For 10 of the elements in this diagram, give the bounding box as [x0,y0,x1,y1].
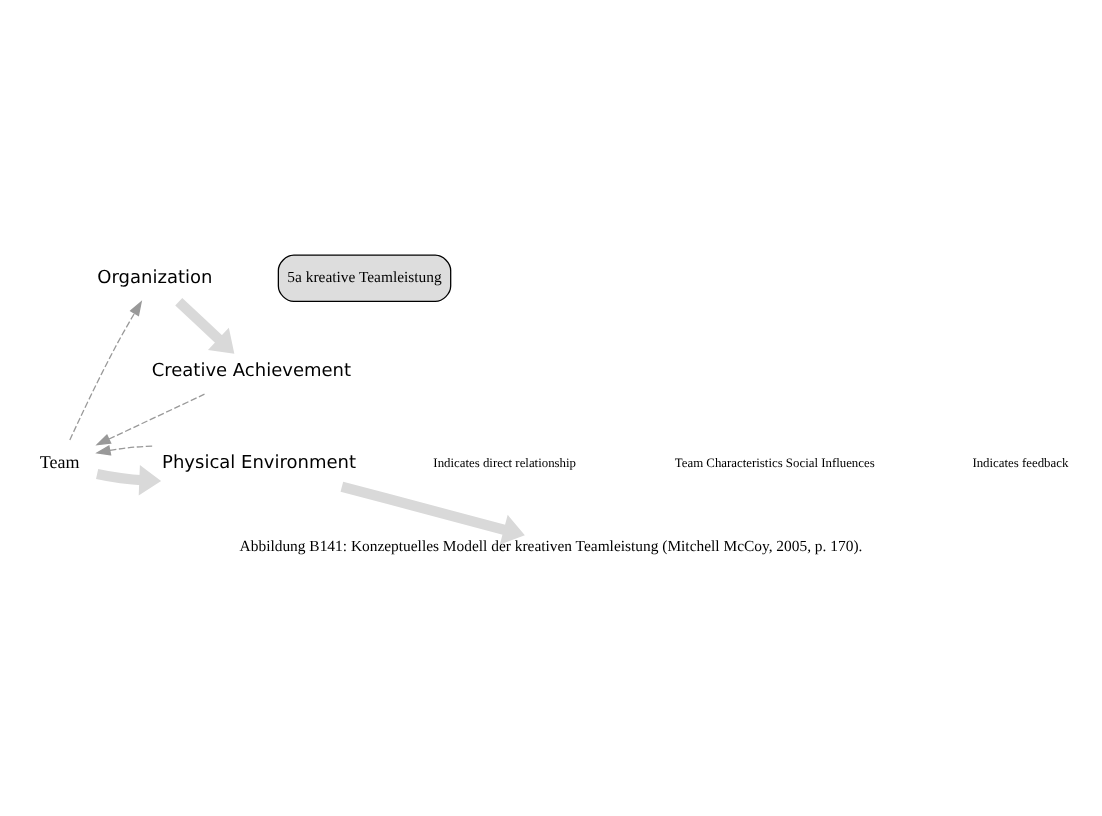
arrow [175,298,235,354]
arrow [95,445,153,456]
arrow [69,300,143,441]
node-text: Team [39,452,80,473]
arrow [96,464,162,496]
node-text: Creative Achievement [151,361,352,382]
arrow [340,481,525,545]
node-text: Organization [97,269,213,290]
node-text: Physical Environment [162,454,357,475]
arrow [95,393,206,446]
